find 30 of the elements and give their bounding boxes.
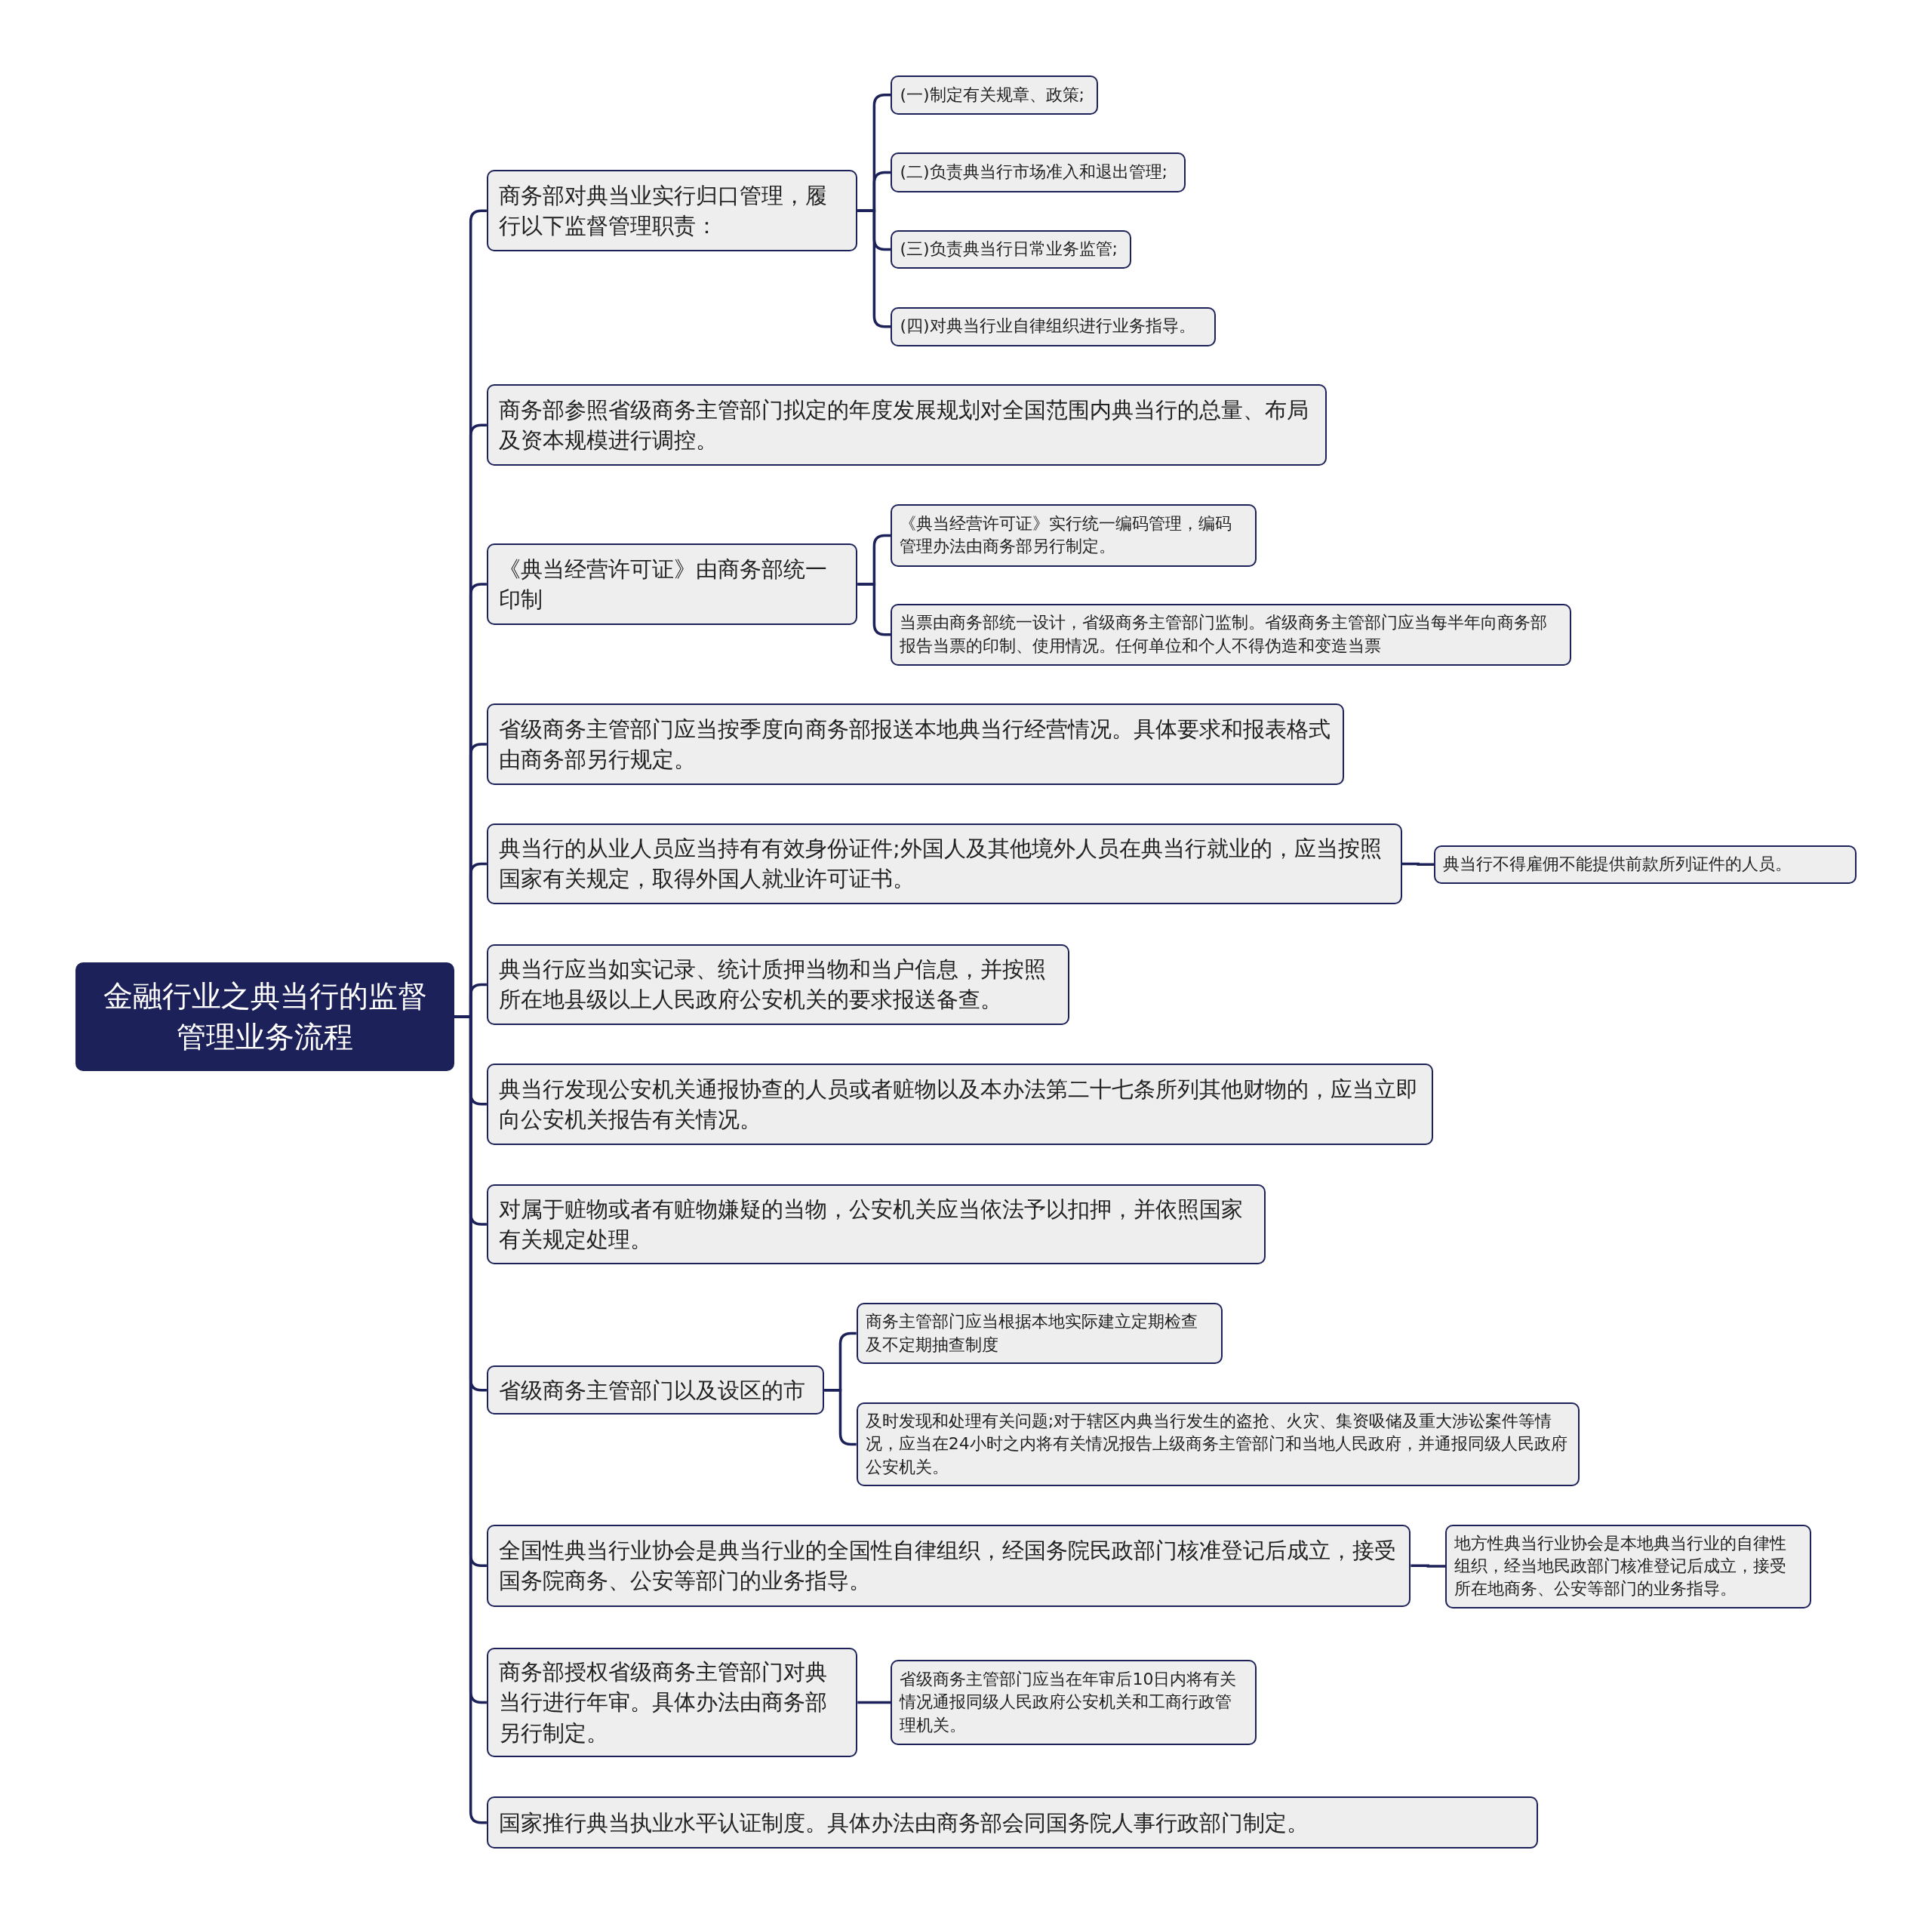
- connector-line: [857, 209, 891, 328]
- topic-box: 全国性典当行业协会是典当行业的全国性自律组织，经国务院民政部门核准登记后成立，接受国务院商务、公安等部门的业务指导。: [486, 1524, 1411, 1607]
- topic-box: 典当行不得雇佣不能提供前款所列证件的人员。: [1434, 845, 1857, 884]
- topic-box: (三)负责典当行日常业务监管;: [891, 230, 1131, 269]
- topic-box: 省级商务主管部门以及设区的市: [486, 1365, 825, 1415]
- topic-box: 省级商务主管部门应当在年审后10日内将有关情况通报同级人民政府公安机关和工商行政管理机关。: [891, 1660, 1257, 1745]
- topic-box: 省级商务主管部门应当按季度向商务部报送本地典当行经营情况。具体要求和报表格式由商务部另行规定。: [486, 703, 1345, 785]
- connector-line: [1411, 1564, 1446, 1568]
- topic-box: 商务部对典当业实行归口管理，履行以下监督管理职责：: [486, 170, 858, 252]
- topic-box: (一)制定有关规章、政策;: [891, 75, 1098, 115]
- topic-box: 国家推行典当执业水平认证制度。具体办法由商务部会同国务院人事行政部门制定。: [486, 1796, 1538, 1849]
- topic-box: (四)对典当行业自律组织进行业务指导。: [891, 306, 1217, 346]
- connector-line: [824, 1388, 857, 1446]
- topic-box: 典当行的从业人员应当持有有效身份证件;外国人及其他境外人员在典当行就业的，应当按照国家有关规定，取得外国人就业许可证书。: [486, 823, 1402, 905]
- topic-box: 典当行应当如实记录、统计质押当物和当户信息，并按照所在地县级以上人民政府公安机关的要求报送备查。: [486, 944, 1070, 1026]
- topic-box: 商务部参照省级商务主管部门拟定的年度发展规划对全国范围内典当行的总量、布局及资本规模进行调控。: [486, 384, 1327, 466]
- topic-box: 对属于赃物或者有赃物嫌疑的当物，公安机关应当依法予以扣押，并依照国家有关规定处理。: [486, 1184, 1266, 1265]
- topic-box: (二)负责典当行市场准入和退出管理;: [891, 152, 1186, 192]
- topic-box: 《典当经营许可证》实行统一编码管理，编码管理办法由商务部另行制定。: [891, 503, 1257, 567]
- topic-box: 及时发现和处理有关问题;对于辖区内典当行发生的盗抢、火灾、集资吸储及重大涉讼案件等情况，应当在24小时之内将有关情况报告上级商务主管部门和当地人民政府，并通报同级人民政府公安机关。: [856, 1402, 1580, 1486]
- root-topic-box: 金融行业之典当行的监督管理业务流程: [75, 962, 455, 1071]
- topic-box: 地方性典当行业协会是本地典当行业的自律性组织，经当地民政部门核准登记后成立，接受所在地商务、公安等部门的业务指导。: [1445, 1524, 1811, 1608]
- connector-line: [857, 583, 891, 636]
- topic-box: 商务部授权省级商务主管部门对典当行进行年审。具体办法由商务部另行制定。: [486, 1647, 858, 1758]
- topic-box: 典当行发现公安机关通报协查的人员或者赃物以及本办法第二十七条所列其他财物的，应当立即向公安机关报告有关情况。: [486, 1063, 1433, 1145]
- topic-box: 商务主管部门应当根据本地实际建立定期检查及不定期抽查制度: [856, 1302, 1223, 1365]
- connector-line: [1401, 862, 1435, 867]
- connector-line: [857, 1701, 891, 1704]
- topic-box: 当票由商务部统一设计，省级商务主管部门监制。省级商务主管部门应当每半年向商务部报告当票的印制、使用情况。任何单位和个人不得伪造和变造当票: [891, 604, 1571, 666]
- topic-box: 《典当经营许可证》由商务部统一印制: [486, 543, 858, 625]
